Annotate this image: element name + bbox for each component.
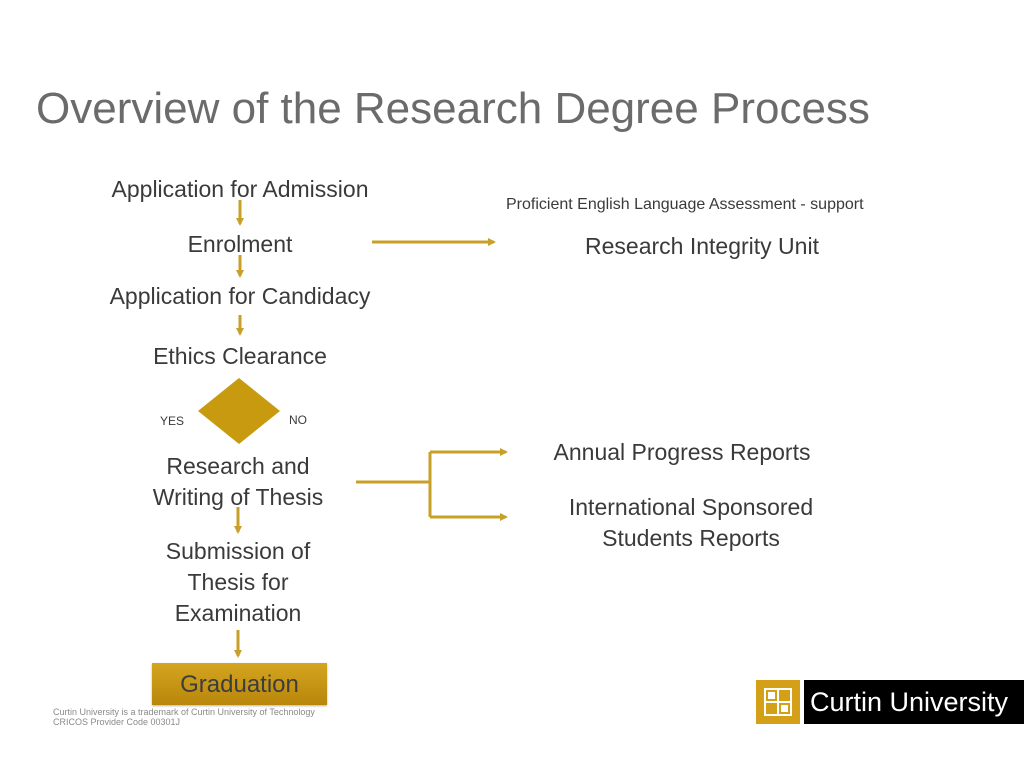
step-research-line2: Writing of Thesis bbox=[152, 484, 324, 510]
curtin-logo-text: Curtin University bbox=[804, 680, 1024, 724]
step-enrolment: Enrolment bbox=[187, 231, 293, 257]
decision-diamond bbox=[198, 378, 280, 444]
step-research-line1: Research and bbox=[166, 453, 310, 479]
step-application-for-admission: Application for Admission bbox=[111, 176, 369, 202]
curtin-logo: Curtin University bbox=[756, 680, 1024, 724]
step-ethics-clearance: Ethics Clearance bbox=[153, 343, 327, 369]
decision-yes-label: YES bbox=[160, 414, 185, 428]
step-research-and-writing: Research and Writing of Thesis bbox=[118, 451, 358, 513]
decision-no-label: NO bbox=[289, 413, 307, 427]
international-sponsored-reports: International Sponsored Students Reports bbox=[531, 492, 851, 554]
footer-line2: CRICOS Provider Code 00301J bbox=[53, 717, 181, 727]
step-submission-line2: Thesis for bbox=[187, 569, 289, 595]
curtin-shield-icon bbox=[756, 680, 800, 724]
footer-line1: Curtin University is a trademark of Curt… bbox=[53, 707, 315, 717]
international-line1: International Sponsored bbox=[568, 494, 814, 520]
annual-progress-reports: Annual Progress Reports bbox=[553, 439, 811, 465]
step-submission-line1: Submission of bbox=[165, 538, 311, 564]
step-submission-of-thesis: Submission of Thesis for Examination bbox=[118, 536, 358, 629]
step-graduation: Graduation bbox=[152, 663, 327, 705]
step-application-for-candidacy: Application for Candidacy bbox=[109, 283, 371, 309]
international-line2: Students Reports bbox=[602, 525, 780, 551]
step-submission-line3: Examination bbox=[174, 600, 302, 626]
footer-trademark: Curtin University is a trademark of Curt… bbox=[53, 707, 315, 727]
page-title: Overview of the Research Degree Process bbox=[36, 84, 870, 133]
english-assessment-note: Proficient English Language Assessment -… bbox=[506, 196, 864, 213]
research-integrity-unit: Research Integrity Unit bbox=[585, 233, 819, 259]
